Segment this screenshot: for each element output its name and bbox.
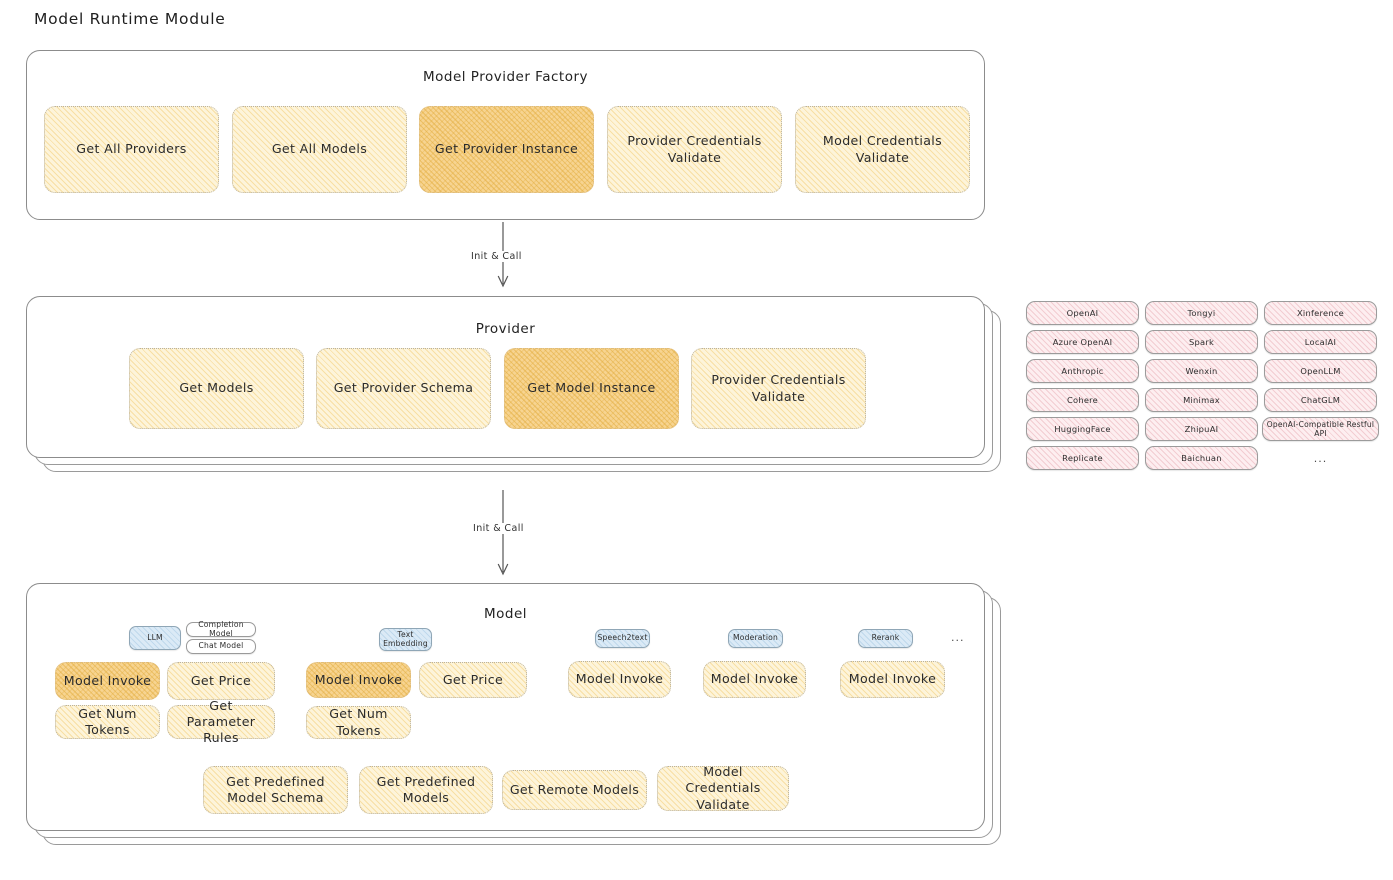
- arrow-provider-to-model: [497, 490, 509, 576]
- node-llm-get-parameter-rules[interactable]: Get Parameter Rules: [167, 698, 275, 745]
- provider-chip-spark[interactable]: Spark: [1145, 330, 1258, 354]
- arrow-label-init-call-1: Init & Call: [468, 251, 525, 262]
- arrow-label-init-call-2: Init & Call: [470, 523, 527, 534]
- node-get-all-providers[interactable]: Get All Providers: [44, 106, 219, 193]
- page-title: Model Runtime Module: [34, 10, 226, 28]
- node-get-models[interactable]: Get Models: [129, 348, 304, 429]
- node-moderation-model-invoke[interactable]: Model Invoke: [703, 661, 806, 698]
- provider-list-ellipsis: ...: [1313, 452, 1328, 465]
- provider-chip-openai[interactable]: OpenAI: [1026, 301, 1139, 325]
- provider-chip-zhipuai[interactable]: ZhipuAI: [1145, 417, 1258, 441]
- provider-chip-replicate[interactable]: Replicate: [1026, 446, 1139, 470]
- node-get-predefined-model-schema[interactable]: Get Predefined Model Schema: [203, 766, 348, 814]
- node-llm-get-num-tokens[interactable]: Get Num Tokens: [55, 705, 160, 739]
- provider-chip-tongyi[interactable]: Tongyi: [1145, 301, 1258, 325]
- provider-chip-huggingface[interactable]: HuggingFace: [1026, 417, 1139, 441]
- provider-chip-baichuan[interactable]: Baichuan: [1145, 446, 1258, 470]
- model-type-tag-speech2text[interactable]: Speech2text: [595, 629, 650, 648]
- node-get-provider-instance[interactable]: Get Provider Instance: [419, 106, 594, 193]
- provider-chip-anthropic[interactable]: Anthropic: [1026, 359, 1139, 383]
- node-text-embedding-model-invoke[interactable]: Model Invoke: [306, 662, 411, 698]
- node-provider-credentials-validate-2[interactable]: Provider Credentials Validate: [691, 348, 866, 429]
- node-get-model-instance[interactable]: Get Model Instance: [504, 348, 679, 429]
- node-model-credentials-validate-3[interactable]: Model Credentials Validate: [657, 764, 789, 812]
- node-speech2text-model-invoke[interactable]: Model Invoke: [568, 661, 671, 698]
- provider-title: Provider: [475, 321, 536, 337]
- provider-chip-azure-openai[interactable]: Azure OpenAI: [1026, 330, 1139, 354]
- provider-chip-openllm[interactable]: OpenLLM: [1264, 359, 1377, 383]
- model-subtag-chat-model[interactable]: Chat Model: [186, 639, 256, 654]
- node-provider-credentials-validate[interactable]: Provider Credentials Validate: [607, 106, 782, 193]
- model-types-ellipsis: ...: [951, 631, 965, 644]
- provider-chip-wenxin[interactable]: Wenxin: [1145, 359, 1258, 383]
- model-type-tag-rerank[interactable]: Rerank: [858, 629, 913, 648]
- provider-chip-openai-compatible-restful-api[interactable]: OpenAI-Compatible Restful API: [1262, 417, 1379, 441]
- node-llm-model-invoke[interactable]: Model Invoke: [55, 662, 160, 700]
- provider-chip-minimax[interactable]: Minimax: [1145, 388, 1258, 412]
- model-type-tag-llm[interactable]: LLM: [129, 626, 181, 650]
- model-type-tag-moderation[interactable]: Moderation: [728, 629, 783, 648]
- node-get-predefined-models[interactable]: Get Predefined Models: [359, 766, 493, 814]
- model-subtag-completion-model[interactable]: Completion Model: [186, 620, 256, 637]
- provider-chip-localai[interactable]: LocalAI: [1264, 330, 1377, 354]
- node-get-provider-schema[interactable]: Get Provider Schema: [316, 348, 491, 429]
- node-get-all-models[interactable]: Get All Models: [232, 106, 407, 193]
- node-text-embedding-get-price[interactable]: Get Price: [419, 662, 527, 698]
- model-type-tag-text-embedding[interactable]: Text Embedding: [379, 628, 432, 651]
- provider-chip-xinference[interactable]: Xinference: [1264, 301, 1377, 325]
- factory-title: Model Provider Factory: [422, 69, 588, 85]
- node-get-remote-models[interactable]: Get Remote Models: [502, 770, 647, 810]
- node-model-credentials-validate[interactable]: Model Credentials Validate: [795, 106, 970, 193]
- provider-chip-cohere[interactable]: Cohere: [1026, 388, 1139, 412]
- model-title: Model: [483, 606, 528, 622]
- provider-chip-chatglm[interactable]: ChatGLM: [1264, 388, 1377, 412]
- node-llm-get-price[interactable]: Get Price: [167, 662, 275, 700]
- node-text-embedding-get-num-tokens[interactable]: Get Num Tokens: [306, 706, 411, 739]
- node-rerank-model-invoke[interactable]: Model Invoke: [840, 661, 945, 698]
